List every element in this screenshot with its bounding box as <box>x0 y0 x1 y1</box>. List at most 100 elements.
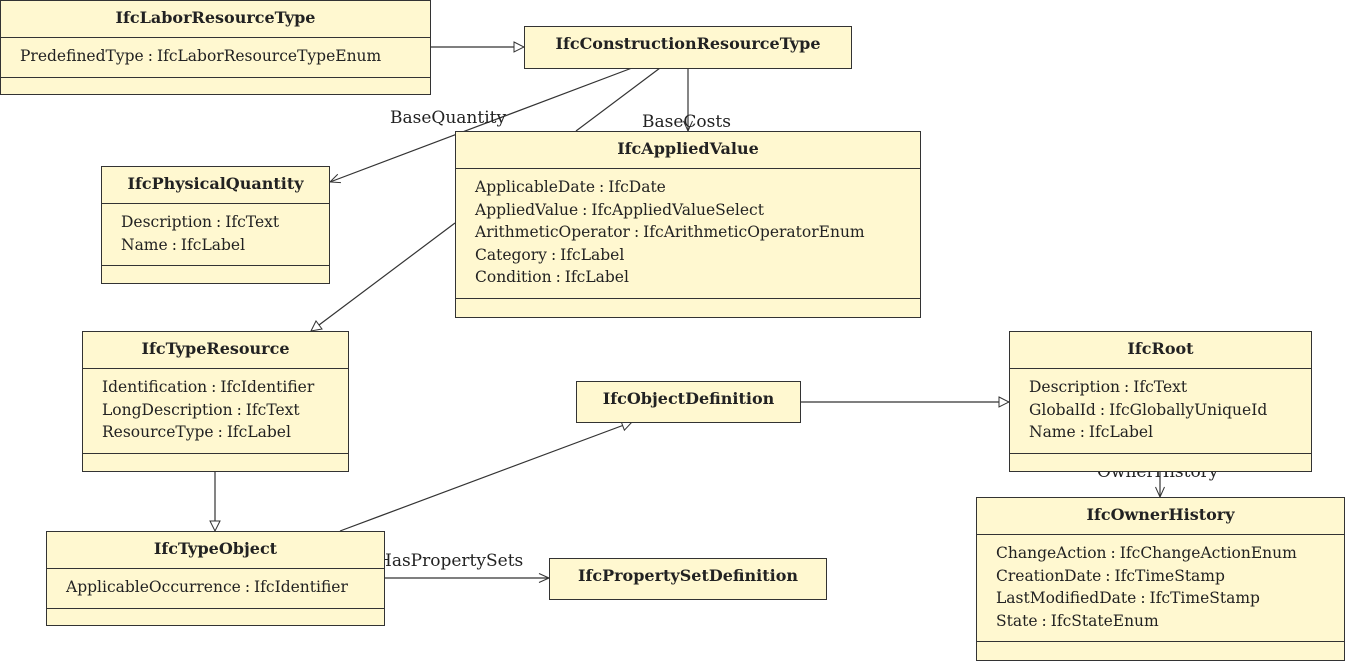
attribute-row: Name:IfcLabel <box>1029 421 1301 444</box>
base-costs-label: BaseCosts <box>642 112 731 132</box>
attribute-separator: : <box>1099 400 1106 419</box>
attribute-type: IfcText <box>1133 378 1188 396</box>
attribute-row: ArithmeticOperator:IfcArithmeticOperator… <box>475 221 910 244</box>
attribute-separator: : <box>171 235 177 254</box>
attribute-type: IfcText <box>245 400 300 419</box>
class-name: IfcConstructionResourceType <box>555 34 821 53</box>
attribute-row: Description:IfcText <box>121 211 319 234</box>
class-ifcappliedvalue[interactable]: IfcAppliedValue ApplicableDate:IfcDate A… <box>455 131 921 318</box>
attribute-name: LongDescription <box>102 400 233 419</box>
attribute-name: CreationDate <box>996 566 1102 585</box>
attribute-row: ChangeAction:IfcChangeActionEnum <box>996 542 1334 565</box>
attribute-list: Description:IfcText GlobalId:IfcGlobally… <box>1010 369 1311 454</box>
attribute-separator: : <box>147 47 153 65</box>
attribute-name: ApplicableDate <box>475 178 595 196</box>
class-name: IfcRoot <box>1010 332 1311 369</box>
attribute-name: GlobalId <box>1029 400 1096 419</box>
attribute-row: LastModifiedDate:IfcTimeStamp <box>996 587 1334 610</box>
attribute-name: ApplicableOccurrence <box>66 578 241 596</box>
class-ifctyperesource[interactable]: IfcTypeResource Identification:IfcIdenti… <box>82 331 349 472</box>
attribute-name: Category <box>475 245 547 264</box>
class-ifclaborresourcetype[interactable]: IfcLaborResourceType PredefinedType:IfcL… <box>0 0 431 95</box>
attribute-type: IfcChangeActionEnum <box>1119 544 1297 562</box>
attribute-type: IfcTimeStamp <box>1149 589 1260 608</box>
attribute-separator: : <box>582 200 588 219</box>
attribute-row: ApplicableDate:IfcDate <box>475 176 910 199</box>
attribute-row: Category:IfcLabel <box>475 244 910 267</box>
attribute-separator: : <box>550 245 557 264</box>
attribute-type: IfcDate <box>608 178 666 196</box>
attribute-name: PredefinedType <box>20 47 144 65</box>
attribute-row: ApplicableOccurrence:IfcIdentifier <box>66 576 374 599</box>
attribute-row: ResourceType:IfcLabel <box>102 421 338 444</box>
class-name: IfcAppliedValue <box>456 132 920 169</box>
attribute-row: Description:IfcText <box>1029 376 1301 399</box>
class-name: IfcPropertySetDefinition <box>577 566 799 585</box>
class-ifcconstructionresourcetype[interactable]: IfcConstructionResourceType <box>524 26 852 69</box>
association-base-costs-branch <box>575 67 661 132</box>
base-quantity-label: BaseQuantity <box>390 108 507 128</box>
attribute-name: ResourceType <box>102 423 214 442</box>
attribute-type: IfcLabel <box>226 423 291 442</box>
class-name: IfcTypeObject <box>47 532 384 569</box>
class-name: IfcOwnerHistory <box>977 498 1344 535</box>
attribute-type: IfcText <box>225 213 280 231</box>
attribute-type: IfcAppliedValueSelect <box>591 200 764 219</box>
attribute-row: Condition:IfcLabel <box>475 266 910 289</box>
attribute-separator: : <box>599 178 605 196</box>
attribute-separator: : <box>1140 589 1146 608</box>
attribute-name: Condition <box>475 268 552 287</box>
attribute-row: AppliedValue:IfcAppliedValueSelect <box>475 199 910 222</box>
attribute-list: Identification:IfcIdentifier LongDescrip… <box>83 369 348 454</box>
attribute-separator: : <box>1041 611 1047 630</box>
has-property-sets-label: HasPropertySets <box>377 551 524 571</box>
class-ifcroot[interactable]: IfcRoot Description:IfcText GlobalId:Ifc… <box>1009 331 1312 472</box>
class-ifcobjectdefinition[interactable]: IfcObjectDefinition <box>576 381 801 423</box>
attribute-name: Identification <box>102 378 208 396</box>
attribute-separator: : <box>244 578 251 596</box>
attribute-type: IfcStateEnum <box>1050 611 1159 630</box>
attribute-type: IfcTimeStamp <box>1114 566 1225 585</box>
attribute-name: Description <box>121 213 213 231</box>
attribute-list: ChangeAction:IfcChangeActionEnum Creatio… <box>977 535 1344 643</box>
attribute-separator: : <box>236 400 242 419</box>
attribute-separator: : <box>555 268 561 287</box>
attribute-type: IfcLabel <box>180 235 246 254</box>
association-base-quantity <box>330 67 633 182</box>
attribute-separator: : <box>1105 566 1111 585</box>
class-name: IfcLaborResourceType <box>1 1 430 38</box>
attribute-list: Description:IfcText Name:IfcLabel <box>102 204 329 267</box>
attribute-type: IfcIdentifier <box>220 378 315 396</box>
attribute-separator: : <box>1079 423 1085 442</box>
attribute-name: AppliedValue <box>475 200 579 219</box>
class-ifctypeobject[interactable]: IfcTypeObject ApplicableOccurrence:IfcId… <box>46 531 385 626</box>
generalization-typeobject-to-objectdefinition <box>339 422 632 532</box>
class-name: IfcObjectDefinition <box>602 389 775 408</box>
attribute-row: Name:IfcLabel <box>121 234 319 257</box>
attribute-row: State:IfcStateEnum <box>996 610 1334 633</box>
attribute-name: ArithmeticOperator <box>475 223 630 242</box>
attribute-name: State <box>996 611 1038 630</box>
attribute-type: IfcGloballyUniqueId <box>1109 400 1268 419</box>
attribute-type: IfcIdentifier <box>254 578 348 596</box>
class-ifcphysicalquantity[interactable]: IfcPhysicalQuantity Description:IfcText … <box>101 166 330 284</box>
attribute-name: ChangeAction <box>996 544 1107 562</box>
class-name: IfcTypeResource <box>83 332 348 369</box>
attribute-name: Description <box>1029 378 1121 396</box>
attribute-row: PredefinedType:IfcLaborResourceTypeEnum <box>20 45 420 68</box>
attribute-separator: : <box>216 213 222 231</box>
attribute-row: Identification:IfcIdentifier <box>102 376 338 399</box>
attribute-separator: : <box>217 423 223 442</box>
attribute-row: CreationDate:IfcTimeStamp <box>996 565 1334 588</box>
attribute-type: IfcLabel <box>560 245 625 264</box>
class-ifcpropertysetdefinition[interactable]: IfcPropertySetDefinition <box>549 558 827 600</box>
attribute-name: LastModifiedDate <box>996 589 1137 608</box>
generalization-construction-to-typeresource <box>311 222 456 331</box>
attribute-separator: : <box>1124 378 1130 396</box>
attribute-type: IfcArithmeticOperatorEnum <box>643 223 865 242</box>
attribute-list: ApplicableDate:IfcDate AppliedValue:IfcA… <box>456 169 920 299</box>
attribute-list: ApplicableOccurrence:IfcIdentifier <box>47 569 384 609</box>
class-ifcownerhistory[interactable]: IfcOwnerHistory ChangeAction:IfcChangeAc… <box>976 497 1345 661</box>
attribute-type: IfcLabel <box>564 268 629 287</box>
